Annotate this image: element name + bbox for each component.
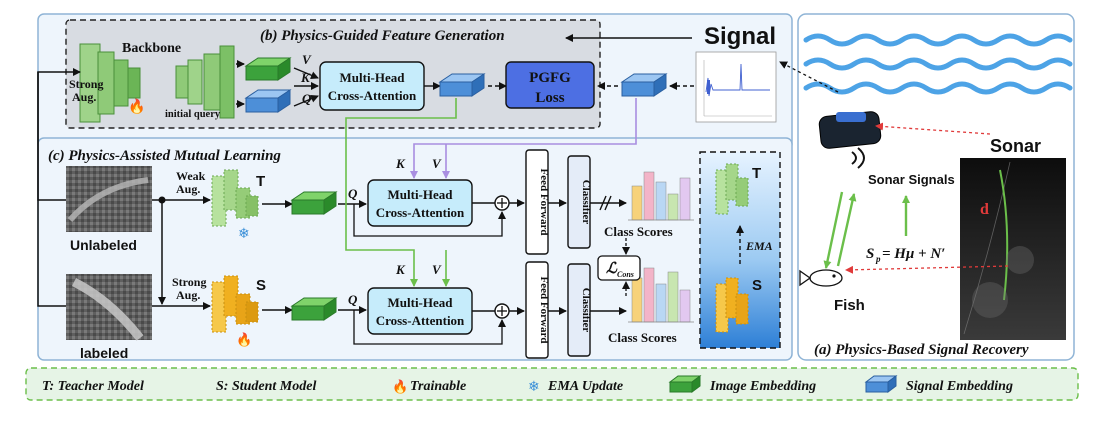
ema-teacher-letter: T (752, 165, 761, 182)
teacher-attention-label-line2: Cross-Attention (376, 205, 465, 220)
teacher-letter: T (256, 173, 265, 190)
legend-snowflake-icon: ❄ (528, 380, 540, 395)
student-letter: S (256, 277, 266, 294)
student-feed-forward-block (525, 261, 549, 359)
mid-q-label-teacher: Q (348, 186, 358, 201)
sonar-signals-label: Sonar Signals (868, 172, 955, 187)
teacher-class-scores-label: Class Scores (604, 224, 673, 239)
consistency-loss-symbol: ℒ (606, 261, 618, 277)
fish-label: Fish (834, 297, 865, 314)
teacher-classifier-block (567, 155, 591, 249)
water-waves (803, 33, 1073, 95)
pgfg-loss-label-line1: PGFG (529, 70, 571, 86)
teacher-k-label: K (395, 156, 406, 171)
image-embedding-top (244, 57, 292, 81)
fish-icon (799, 269, 843, 287)
labeled-label: labeled (80, 345, 128, 361)
initial-query-label: initial query (165, 109, 221, 120)
legend-image-embedding: Image Embedding (709, 379, 816, 394)
legend-flame-icon: 🔥 (392, 379, 408, 394)
student-classifier-block (567, 263, 591, 357)
top-v-label: V (302, 52, 312, 67)
teacher-classifier-label: Classifier (580, 180, 592, 225)
teacher-attention-label-line1: Multi-Head (388, 187, 454, 202)
top-k-label: K (300, 70, 311, 85)
consistency-loss-subscript: Cons (617, 270, 634, 279)
student-attention-label-line2: Cross-Attention (376, 313, 465, 328)
sonar-title: Sonar (990, 136, 1041, 156)
legend-signal-embedding: Signal Embedding (906, 379, 1013, 394)
sonar-device (818, 111, 882, 169)
teacher-v-label: V (432, 156, 442, 171)
image-embedding-student (290, 297, 338, 321)
backbone-network (79, 43, 235, 123)
equation-s: S (866, 246, 874, 262)
strong-aug-label-line2: Aug. (72, 90, 96, 104)
student-classifier-label: Classifier (580, 288, 592, 333)
legend-teacher: T: Teacher Model (42, 379, 144, 394)
teacher-feed-forward-label: Feed Forward (538, 169, 550, 236)
student-v-label: V (432, 262, 442, 277)
pgfg-loss-label-line2: Loss (535, 90, 564, 106)
unlabeled-image (66, 166, 152, 232)
legend-student: S: Student Model (216, 379, 316, 394)
signal-embedding-right (620, 73, 668, 97)
strong-aug-label2-line1: Strong (172, 275, 206, 289)
legend-ema-update: EMA Update (547, 379, 623, 394)
pgfg-loss-block (505, 61, 595, 109)
teacher-class-scores (628, 171, 694, 221)
student-model (211, 275, 259, 333)
student-k-label: K (395, 262, 406, 277)
signal-equation: S p = Hμ + N′ (866, 246, 945, 264)
weak-aug-label-line1: Weak (176, 169, 206, 183)
student-class-scores (628, 267, 694, 323)
ema-update-snowflake-icon: ❄ (238, 227, 250, 242)
consistency-loss-box (597, 255, 641, 281)
panel-c-title: (c) Physics-Assisted Mutual Learning (48, 148, 281, 164)
image-embedding-teacher (290, 191, 338, 215)
ema-teacher-model (715, 163, 749, 215)
ema-student-model (715, 277, 749, 333)
generated-signal-embedding (438, 73, 486, 97)
teacher-model (211, 169, 259, 227)
teacher-feed-forward-block (525, 149, 549, 255)
strong-aug-label-line1: Strong (69, 77, 103, 91)
trainable-flame-icon: 🔥 (128, 98, 145, 115)
equation-rest: = Hμ + N′ (882, 246, 945, 262)
legend-trainable: Trainable (410, 379, 466, 394)
mid-q-label-student: Q (348, 292, 358, 307)
top-attention-label-line1: Multi-Head (340, 70, 406, 85)
student-feed-forward-label: Feed Forward (538, 277, 550, 344)
student-class-scores-label: Class Scores (608, 330, 677, 345)
top-attention-label-line2: Cross-Attention (328, 88, 417, 103)
legend-signal-embedding-icon (864, 375, 898, 393)
query-embedding-top (244, 89, 292, 113)
equation-subscript: p (875, 254, 881, 264)
ema-label: EMA (745, 239, 773, 253)
labeled-image (66, 274, 152, 341)
backbone-label: Backbone (122, 41, 181, 56)
panel-b-title: (b) Physics-Guided Feature Generation (260, 28, 505, 44)
student-attention-label-line1: Multi-Head (388, 295, 454, 310)
distance-d-label: d (980, 201, 989, 218)
weak-aug-label-line2: Aug. (176, 182, 200, 196)
strong-aug-label2-line2: Aug. (176, 288, 200, 302)
signal-plot-thumbnail (695, 51, 777, 123)
unlabeled-label: Unlabeled (70, 237, 137, 253)
student-trainable-flame-icon: 🔥 (236, 332, 252, 347)
ema-student-letter: S (752, 277, 762, 294)
top-q-label: Q (302, 91, 312, 106)
sonar-image (960, 158, 1066, 340)
legend-bar (25, 367, 1079, 401)
signal-title: Signal (704, 23, 776, 50)
legend-image-embedding-icon (668, 375, 702, 393)
panel-a-title: (a) Physics-Based Signal Recovery (814, 342, 1029, 358)
